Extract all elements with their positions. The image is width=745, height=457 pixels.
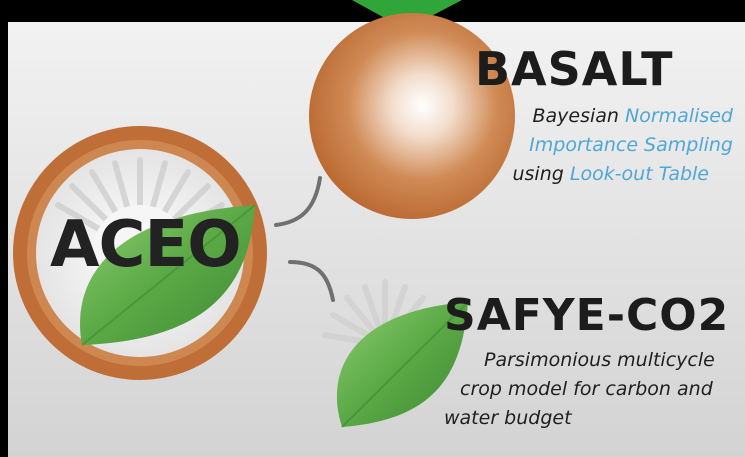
safye-desc-line-1: Parsimonious multicycle: [484, 349, 715, 371]
aceo-badge-icon: [13, 126, 267, 380]
aceo-title: ACEO: [50, 208, 242, 282]
basalt-desc-line-3-blue: Look-out Table: [569, 163, 709, 185]
safye-leaf-icon: [322, 279, 469, 428]
basalt-desc-line-1: Bayesian Normalised: [413, 102, 733, 131]
basalt-desc-line-1-dark: Bayesian: [532, 105, 625, 127]
basalt-description: Bayesian Normalised Importance Sampling …: [413, 102, 733, 189]
basalt-desc-line-3-dark: using: [512, 163, 570, 185]
safye-desc-line-3: water budget: [444, 407, 572, 429]
safye-title: SAFYE-CO2: [444, 290, 730, 341]
basalt-desc-line-2-blue: Importance Sampling: [529, 134, 733, 156]
connector-lines: [274, 176, 335, 302]
basalt-desc-line-2: Importance Sampling: [413, 131, 733, 160]
safye-desc-line-2: crop model for carbon and: [460, 378, 713, 400]
basalt-desc-line-1-blue: Normalised: [624, 105, 733, 127]
basalt-desc-line-3: using Look-out Table: [413, 160, 733, 189]
basalt-ball-icon: [309, 13, 515, 219]
basalt-title: BASALT: [475, 42, 674, 96]
safye-description: Parsimonious multicycle crop model for c…: [444, 346, 734, 433]
